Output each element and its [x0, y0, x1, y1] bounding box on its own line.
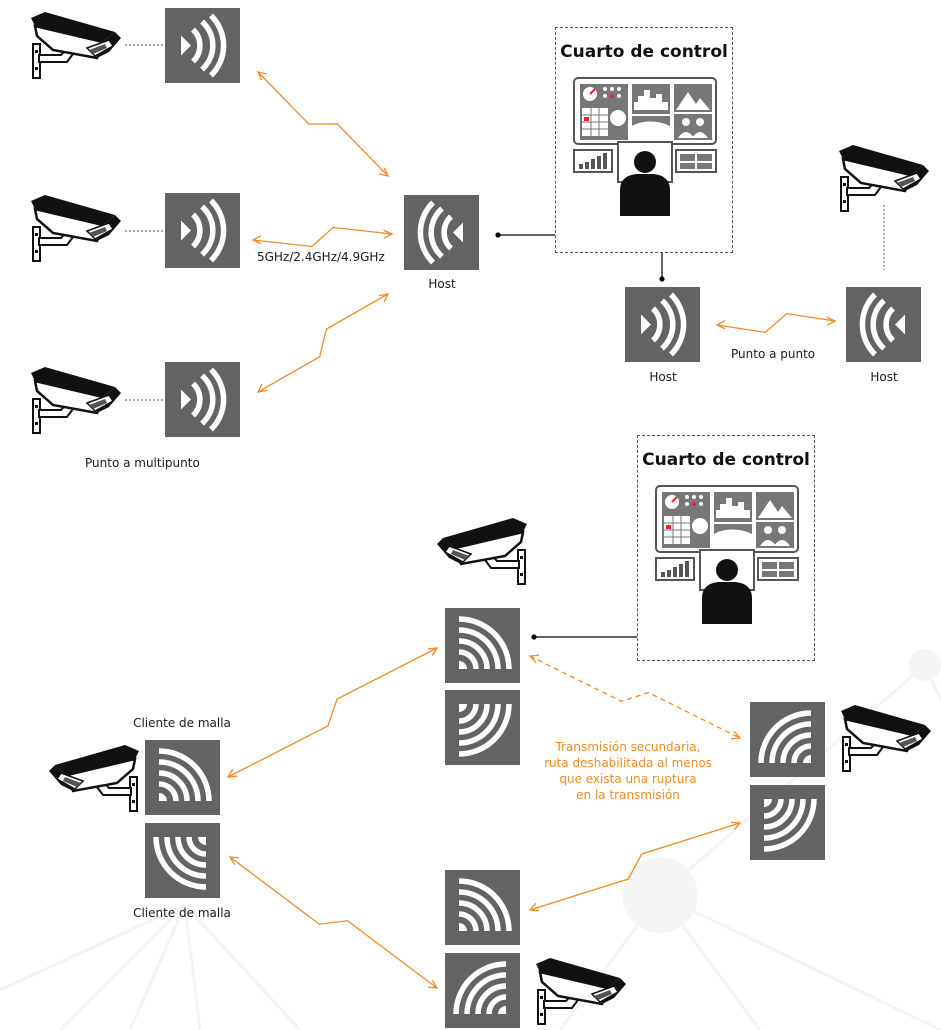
wireless-ap-icon — [165, 362, 240, 437]
mesh-ap-icon — [445, 690, 520, 765]
camera-icon — [25, 367, 125, 437]
link-arrowhead — [251, 229, 394, 245]
wireless-ap-icon — [846, 287, 921, 362]
wireless-link — [252, 226, 393, 248]
camera-icon — [835, 705, 935, 775]
secondary-transmission-note: Transmisión secundaria, ruta deshabilita… — [544, 740, 712, 802]
camera-icon — [25, 195, 125, 265]
host-label: Host — [870, 370, 898, 384]
wireless-ap-icon — [404, 195, 479, 270]
camera-icon — [25, 12, 125, 82]
wireless-ap-icon — [625, 287, 700, 362]
link-arrowhead — [528, 821, 742, 912]
camera-icon — [433, 518, 533, 588]
band-label: 5GHz/2.4GHz/4.9GHz — [257, 250, 385, 264]
wireless-link — [257, 293, 389, 393]
host-label: Host — [649, 370, 677, 384]
wireless-link — [257, 71, 389, 177]
wireless-link — [529, 822, 741, 911]
link-endpoint — [531, 634, 537, 640]
mesh-ap-icon — [145, 823, 220, 898]
link-arrowhead — [528, 654, 742, 740]
mesh-ap-icon — [445, 953, 520, 1028]
mesh-ap-icon — [445, 608, 520, 683]
wireless-ap-icon — [165, 193, 240, 268]
host-label: Host — [428, 277, 456, 291]
control-room-2: Cuarto de control — [637, 435, 815, 661]
wireless-link — [529, 655, 741, 739]
link-endpoint — [495, 232, 501, 238]
ptp-label: Punto a punto — [731, 347, 816, 361]
operator-icon — [654, 484, 800, 629]
link-endpoint — [659, 276, 665, 282]
link-arrowhead — [228, 856, 439, 989]
mesh-client-label: Cliente de malla — [133, 716, 231, 730]
camera-icon — [833, 145, 933, 215]
control-room-1: Cuarto de control — [555, 27, 733, 253]
link-arrowhead — [256, 293, 390, 393]
mesh-ap-icon — [750, 785, 825, 860]
link-arrowhead — [256, 71, 390, 177]
operator-icon — [572, 76, 718, 221]
camera-icon — [45, 745, 145, 815]
wireless-link — [227, 647, 438, 778]
mesh-ap-icon — [445, 870, 520, 945]
ptmp-label: Punto a multipunto — [85, 456, 200, 470]
camera-icon — [530, 958, 630, 1028]
link-arrowhead — [715, 316, 837, 330]
wireless-ap-icon — [165, 8, 240, 83]
wireless-link — [716, 312, 836, 334]
mesh-client-label: Cliente de malla — [133, 906, 231, 920]
mesh-ap-icon — [145, 740, 220, 815]
control-room-title: Cuarto de control — [560, 42, 728, 62]
control-room-title: Cuarto de control — [642, 450, 810, 470]
link-arrowhead — [226, 647, 439, 778]
mesh-ap-icon — [750, 702, 825, 777]
wireless-link — [229, 856, 438, 989]
